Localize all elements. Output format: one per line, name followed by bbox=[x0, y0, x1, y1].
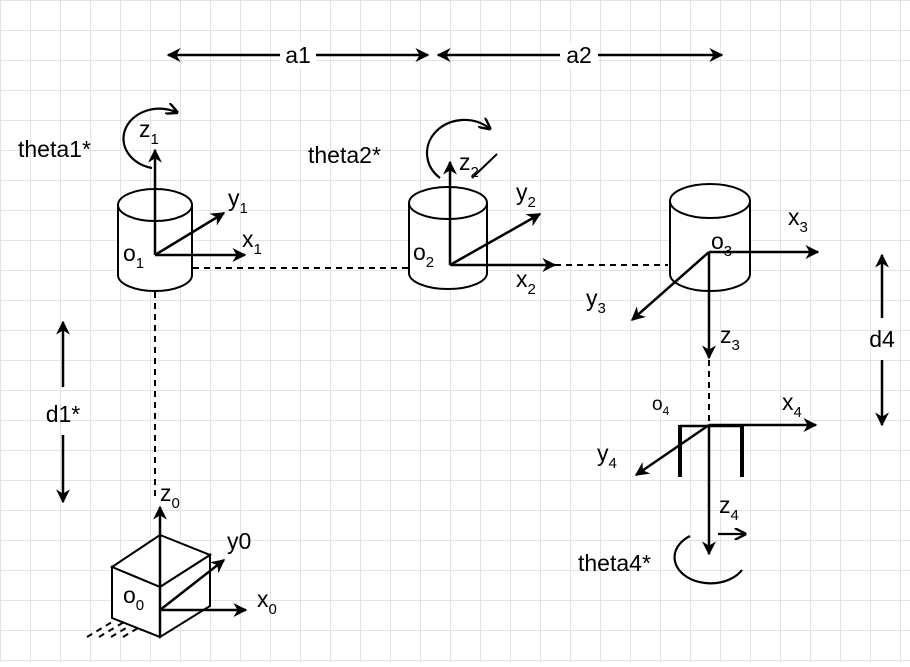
o3-label: o3 bbox=[711, 228, 732, 260]
frame2-cylinder-joint: theta2* z2 y2 x2 o2 bbox=[308, 120, 557, 298]
z0-label: z0 bbox=[160, 480, 180, 512]
y1-label: y1 bbox=[228, 185, 248, 217]
y2-label: y2 bbox=[516, 179, 536, 211]
theta4-label: theta4* bbox=[578, 550, 651, 576]
o2-label: o2 bbox=[413, 239, 434, 271]
a2-dimension: a2 bbox=[436, 42, 724, 68]
frame0-base-cube: z0 y0 x0 o0 bbox=[109, 480, 277, 639]
o1-label: o1 bbox=[123, 240, 144, 272]
y4-axis bbox=[634, 423, 710, 477]
x0-label: x0 bbox=[257, 586, 277, 618]
x2-label: x2 bbox=[516, 266, 536, 298]
y0-label: y0 bbox=[227, 528, 251, 554]
z4-label: z4 bbox=[719, 492, 739, 524]
d4-dimension: d4 bbox=[869, 253, 895, 427]
frame3-cylinder-joint: x3 y3 z3 o3 bbox=[586, 183, 820, 360]
theta2-rotation-arrow bbox=[426, 120, 489, 179]
y4-label: y4 bbox=[597, 440, 617, 472]
z2-slash-mark bbox=[471, 153, 498, 179]
a1-label: a1 bbox=[285, 42, 311, 68]
y1-axis bbox=[154, 211, 226, 257]
x3-label: x3 bbox=[788, 204, 808, 236]
z1-label: z1 bbox=[139, 116, 159, 148]
d1-label: d1* bbox=[46, 401, 81, 427]
z3-label: z3 bbox=[720, 322, 740, 354]
y0-axis bbox=[159, 559, 226, 611]
d4-label: d4 bbox=[869, 326, 895, 352]
y3-label: y3 bbox=[586, 285, 606, 317]
x4-label: x4 bbox=[782, 389, 802, 421]
a1-dimension: a1 bbox=[166, 42, 430, 68]
frame4-gripper: x4 y4 z4 o4 theta4* bbox=[578, 389, 818, 585]
a2-label: a2 bbox=[566, 42, 592, 68]
y2-axis bbox=[449, 212, 542, 267]
frame1-cylinder-joint: theta1* z1 y1 x1 o1 bbox=[18, 109, 262, 292]
x1-label: x1 bbox=[242, 226, 262, 258]
z2-label: z2 bbox=[459, 149, 479, 181]
theta1-label: theta1* bbox=[18, 136, 91, 162]
theta4-rotation-arc bbox=[673, 535, 743, 585]
y3-axis bbox=[630, 251, 710, 321]
o4-label: o4 bbox=[652, 394, 670, 418]
d1-dimension: d1* bbox=[46, 320, 81, 504]
theta2-label: theta2* bbox=[308, 142, 381, 168]
o0-label: o0 bbox=[123, 582, 144, 614]
theta1-rotation-arrow bbox=[122, 109, 176, 170]
